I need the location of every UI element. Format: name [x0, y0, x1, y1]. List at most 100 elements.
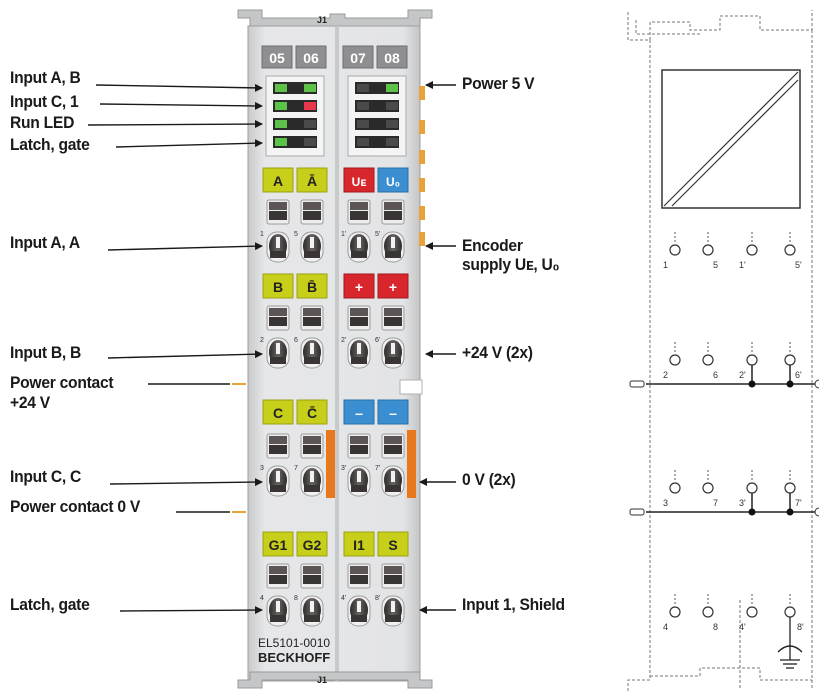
tag-c: C — [273, 405, 283, 421]
schematic-pins-row1 — [669, 231, 796, 256]
housing-notch — [399, 379, 423, 395]
sch-pin-7: 7 — [713, 498, 718, 508]
schematic-pins-row2 — [669, 341, 796, 366]
tag-b-bar: B̄ — [307, 278, 317, 295]
bottom-mark: J1 — [317, 675, 327, 685]
top-rail-clip — [237, 9, 433, 27]
row-b-tags: B B̄ + + — [262, 273, 409, 299]
label-plus24v: +24 V (2x) — [462, 343, 533, 362]
tag-s: S — [388, 537, 397, 553]
tag-u0: U₀ — [386, 175, 400, 189]
label-latch-gate-led: Latch, gate — [10, 135, 90, 154]
top-mark: J1 — [317, 15, 327, 25]
power-contact-tabs — [419, 86, 425, 246]
tag-a: A — [273, 173, 283, 189]
sch-pin-4: 4 — [663, 622, 668, 632]
sch-pin-5: 5 — [713, 260, 718, 270]
pin-7p: 7' — [375, 465, 380, 472]
label-power-contact-24-line2: +24 V — [10, 393, 50, 412]
label-power-contact-0: Power contact 0 V — [10, 497, 141, 516]
tag-minus-2: – — [389, 405, 397, 421]
sch-pin-2p: 2' — [739, 370, 746, 380]
label-latch-gate: Latch, gate — [10, 595, 90, 614]
sch-pin-1: 1 — [663, 260, 668, 270]
label-encoder-line1: Encoder — [462, 236, 523, 255]
shield-ground-icon — [777, 617, 803, 669]
sch-pin-1p: 1' — [739, 260, 746, 270]
label-input-c1: Input C, 1 — [10, 92, 79, 111]
tag-minus-1: – — [355, 405, 363, 421]
sch-pin-4p: 4' — [739, 622, 746, 632]
sch-pin-7p: 7' — [795, 498, 802, 508]
schematic-outline — [627, 10, 813, 692]
pin-5p: 5' — [375, 231, 380, 238]
led-number-08: 08 — [384, 50, 400, 66]
tag-b: B — [273, 279, 283, 295]
power-contact-leader-lines — [148, 383, 230, 513]
label-input-c: Input C, C — [10, 467, 82, 486]
label-input1-shield: Input 1, Shield — [462, 595, 565, 614]
led-number-05: 05 — [269, 50, 285, 66]
converter-box — [661, 69, 801, 209]
sch-pin-6: 6 — [713, 370, 718, 380]
power-contact-stubs — [232, 383, 246, 513]
tag-i1: I1 — [353, 537, 365, 553]
label-zero-v: 0 V (2x) — [462, 470, 516, 489]
led-panel-left — [265, 75, 325, 157]
label-encoder-line2: supply Uᴇ, U₀ — [462, 255, 560, 274]
tag-c-bar: C̄ — [307, 404, 317, 421]
left-leader-lines — [87, 83, 263, 615]
led-number-tabs: 05 06 07 08 — [261, 45, 408, 69]
tag-a-bar: Ā — [307, 173, 317, 189]
tag-plus-2: + — [389, 279, 397, 295]
label-run-led: Run LED — [10, 113, 75, 132]
housing-divider — [335, 26, 339, 681]
sch-pin-6p: 6' — [795, 370, 802, 380]
pin-3p: 3' — [341, 465, 346, 472]
sch-pin-3p: 3' — [739, 498, 746, 508]
pin-7: 7 — [294, 465, 298, 472]
led-number-06: 06 — [303, 50, 319, 66]
terminal-pin-numbers: 1 5 1' 5' 2 6 2' 6' 3 7 3' 7' 4 8 4' 8' — [260, 231, 380, 602]
row-g-tags: G1 G2 I1 S — [262, 531, 409, 557]
bottom-rail-clip — [237, 671, 433, 689]
pin-5: 5 — [294, 231, 298, 238]
pin-1: 1 — [260, 231, 264, 238]
schematic-pin-labels: 1 5 1' 5' 2 6 2' 6' 3 7 3' 7' 4 8 4' 8' — [663, 260, 804, 632]
led-number-07: 07 — [350, 50, 366, 66]
pin-8: 8 — [294, 595, 298, 602]
pin-6: 6 — [294, 337, 298, 344]
sch-pin-3: 3 — [663, 498, 668, 508]
tag-g2: G2 — [303, 537, 322, 553]
label-input-a: Input A, A — [10, 233, 80, 252]
pin-3: 3 — [260, 465, 264, 472]
schematic-pins-row4 — [669, 593, 796, 618]
schematic-junctions — [748, 380, 794, 516]
tag-g1: G1 — [269, 537, 288, 553]
label-power-5v: Power 5 V — [462, 74, 535, 93]
right-leader-lines — [419, 81, 456, 614]
sch-pin-8: 8 — [713, 622, 718, 632]
label-power-contact-24-line1: Power contact — [10, 373, 114, 392]
zero-v-orange-strips — [326, 430, 416, 498]
schematic-pins-row3 — [669, 469, 796, 494]
tag-ue: Uᴇ — [352, 175, 367, 189]
pin-8p: 8' — [375, 595, 380, 602]
pin-4: 4 — [260, 595, 264, 602]
tag-plus-1: + — [355, 279, 363, 295]
pin-2: 2 — [260, 337, 264, 344]
label-input-ab: Input A, B — [10, 68, 81, 87]
pin-6p: 6' — [375, 337, 380, 344]
row-c-tags: C C̄ – – — [262, 399, 409, 425]
brand-name: BECKHOFF — [258, 650, 330, 665]
pin-2p: 2' — [341, 337, 346, 344]
led-panel-right — [347, 75, 407, 157]
row-a-tags: A Ā Uᴇ U₀ — [262, 167, 409, 193]
model-number: EL5101-0010 — [258, 636, 330, 650]
pin-4p: 4' — [341, 595, 346, 602]
pin-1p: 1' — [341, 231, 346, 238]
sch-pin-8p: 8' — [797, 622, 804, 632]
label-input-b: Input B, B — [10, 343, 82, 362]
